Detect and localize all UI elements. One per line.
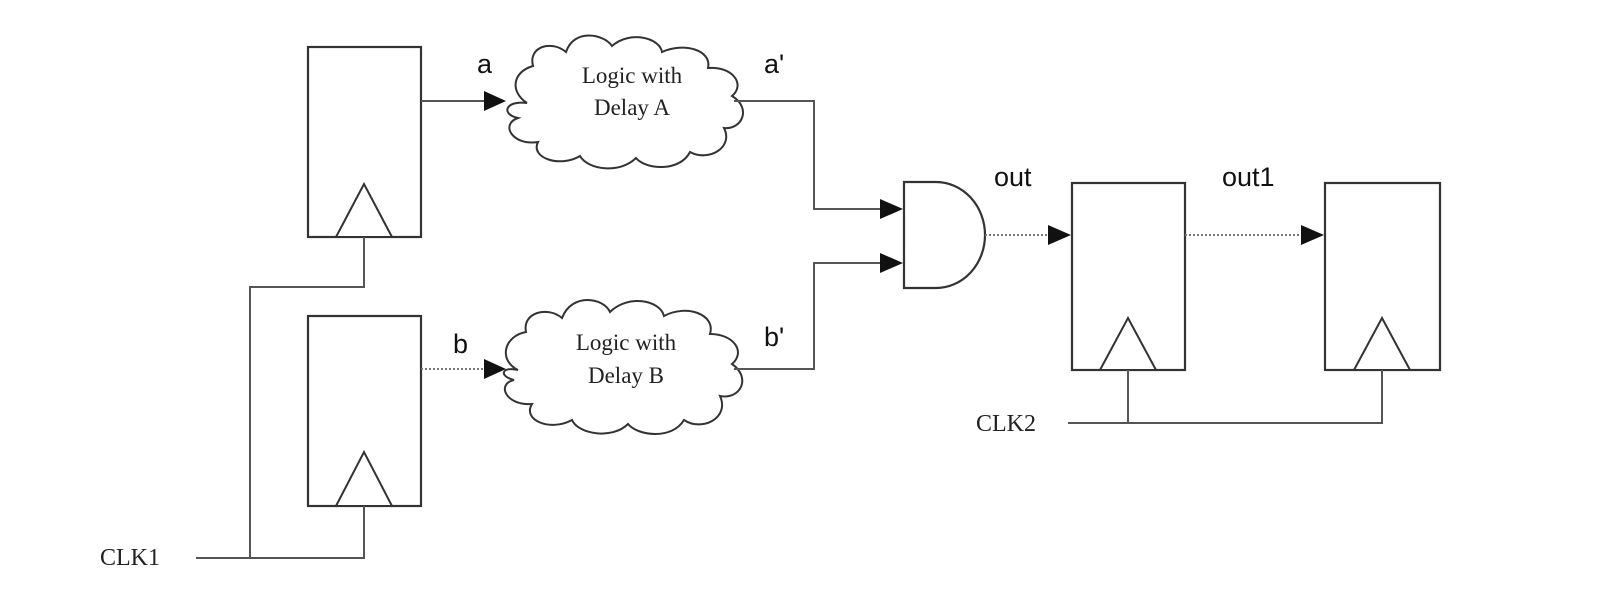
logic-delay-b-cloud [503,299,744,435]
signal-a-label: a [477,49,493,79]
flip-flop-out [1070,181,1187,372]
arrowhead-icon [1301,225,1324,245]
clk1-branch-wire [249,237,365,558]
and-gate [902,180,987,290]
logic-delay-a-line1: Logic with [582,63,683,88]
clk2-wire [1068,370,1383,424]
flip-flop-b [306,314,423,508]
arrowhead-icon [484,359,506,379]
arrowhead-icon [880,199,903,219]
clk1-wire [196,506,365,559]
wire-b-prime [734,262,882,370]
signal-b-label: b [453,329,468,359]
clk2-label: CLK2 [976,411,1036,437]
clk1-label: CLK1 [100,545,160,571]
arrowhead-icon [1048,225,1071,245]
wire-a-prime [734,100,882,210]
arrowhead-icon [880,253,903,273]
logic-delay-a-cloud [506,34,744,170]
logic-delay-b-line2: Delay B [588,363,664,388]
logic-delay-a-line2: Delay A [594,95,670,120]
signal-b-prime-label: b' [764,322,784,352]
logic-delay-b-line1: Logic with [576,330,677,355]
signal-a-prime-label: a' [764,49,784,79]
arrowhead-icon [484,91,506,111]
flip-flop-out1 [1323,181,1442,372]
flip-flop-a [306,45,423,239]
signal-out1-label: out1 [1222,162,1275,192]
signal-out-label: out [994,162,1032,192]
